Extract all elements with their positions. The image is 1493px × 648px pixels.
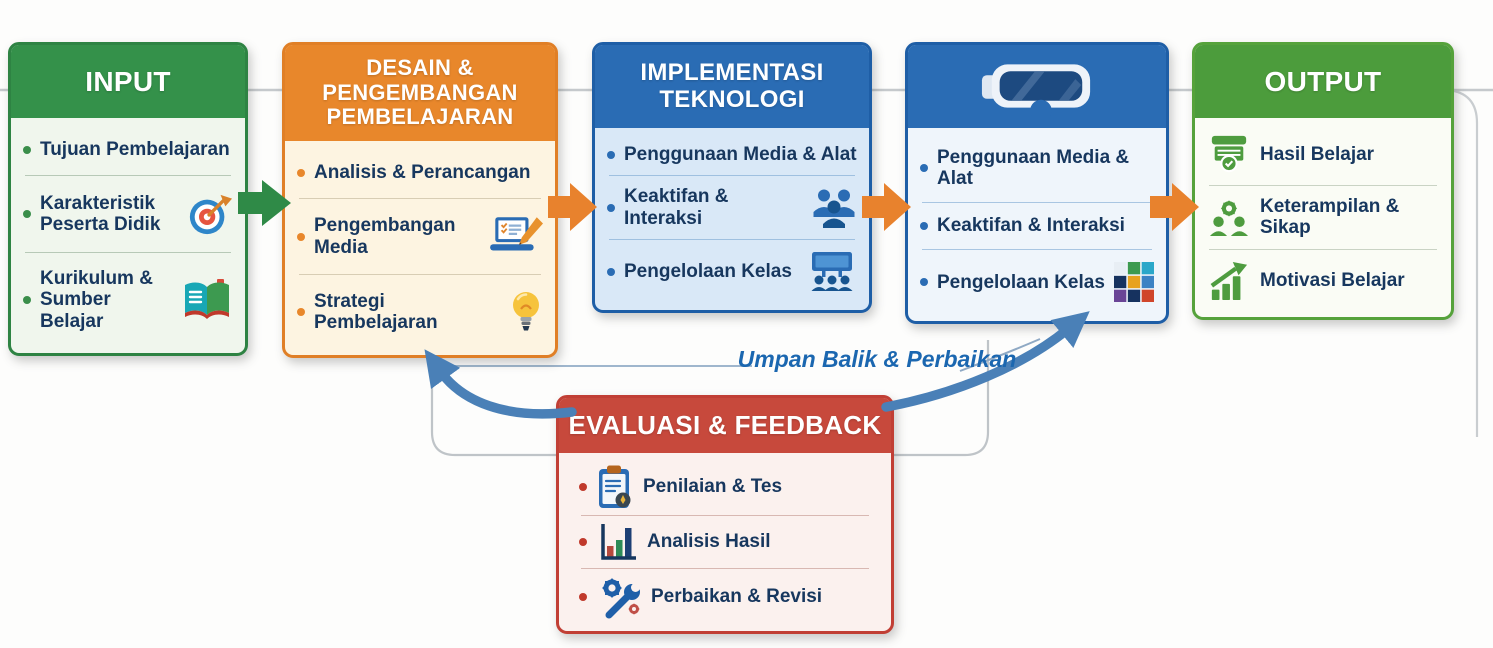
bullet-icon (579, 593, 587, 601)
list-item: Tujuan Pembelajaran (23, 135, 233, 164)
list-item: Motivasi Belajar (1207, 257, 1439, 305)
list-item-label: Motivasi Belajar (1260, 269, 1405, 291)
list-item: Analisis & Perancangan (297, 158, 543, 187)
feedback-label: Umpan Balik & Perbaikan (737, 346, 1017, 372)
list-item-label: Keaktifan & Interaksi (624, 186, 729, 229)
list-item: Keterampilan & Sikap (1207, 192, 1439, 243)
classroom-icon (807, 250, 857, 294)
vr-box: Penggunaan Media & Alat Keaktifan & Inte… (905, 42, 1169, 324)
vr-goggles-icon (978, 58, 1096, 116)
list-item: Keaktifan & Interaksi (607, 182, 857, 233)
design-box-title: DESAIN & PENGEMBANGAN PEMBELAJARAN (285, 45, 555, 141)
input-box: INPUT Tujuan Pembelajaran Karakteristik … (8, 42, 248, 356)
list-item: Penilaian & Tes (579, 460, 871, 514)
list-item: Strategi Pembelajaran (297, 286, 543, 338)
output-box-title: OUTPUT (1195, 45, 1451, 118)
learning-result-icon (1207, 134, 1251, 174)
open-book-icon (181, 278, 233, 322)
bullet-icon (23, 145, 31, 154)
bullet-icon (297, 307, 305, 316)
list-item-label: Keterampilan & Sikap (1260, 196, 1400, 239)
list-item-label: Kurikulum & Sumber Belajar (40, 268, 153, 332)
bullet-icon (920, 278, 928, 287)
clipboard-icon (596, 464, 634, 510)
list-item-label: Penggunaan Media & Alat (624, 144, 857, 166)
list-item-label: Penggunaan Media & Alat (937, 146, 1130, 189)
list-item-label: Strategi Pembelajaran (314, 290, 438, 333)
bullet-icon (920, 221, 928, 230)
list-item-label: Perbaikan & Revisi (651, 586, 823, 608)
list-item: Analisis Hasil (579, 517, 871, 567)
list-item: Pengelolaan Kelas (607, 246, 857, 298)
bullet-icon (607, 150, 615, 159)
list-item: Hasil Belajar (1207, 130, 1439, 178)
bullet-icon (920, 163, 928, 172)
list-item-label: Pengelolaan Kelas (937, 271, 1105, 293)
list-item-label: Karakteristik Peserta Didik (40, 192, 161, 236)
mosaic-grid-icon (1114, 262, 1154, 303)
list-item: Pengelolaan Kelas (920, 258, 1154, 306)
evaluation-box-title: EVALUASI & FEEDBACK (559, 398, 891, 453)
skills-attitude-icon (1207, 197, 1251, 237)
bullet-icon (579, 483, 587, 491)
bullet-icon (607, 267, 615, 276)
design-box: DESAIN & PENGEMBANGAN PEMBELAJARAN Anali… (282, 42, 558, 358)
motivation-chart-icon (1207, 261, 1251, 301)
vr-box-header (908, 45, 1166, 128)
list-item-label: Analisis & Perancangan (314, 162, 531, 184)
list-item: Penggunaan Media & Alat (920, 143, 1154, 194)
list-item: Perbaikan & Revisi (579, 570, 871, 624)
input-box-title: INPUT (11, 45, 245, 118)
list-item-label: Analisis Hasil (647, 531, 771, 553)
target-icon (187, 191, 233, 237)
list-item: Pengembangan Media (297, 211, 543, 263)
list-item-label: Pengelolaan Kelas (624, 261, 792, 283)
list-item-label: Penilaian & Tes (643, 476, 783, 498)
list-item-label: Hasil Belajar (1260, 143, 1375, 165)
list-item: Keaktifan & Interaksi (920, 211, 1154, 240)
list-item-label: Tujuan Pembelajaran (40, 138, 230, 160)
bar-chart-icon (596, 521, 638, 563)
bullet-icon (23, 296, 31, 305)
bullet-icon (297, 232, 305, 241)
list-item-label: Keaktifan & Interaksi (937, 215, 1125, 237)
list-item: Penggunaan Media & Alat (607, 140, 857, 169)
gear-wrench-icon (596, 574, 642, 620)
bullet-icon (579, 538, 587, 546)
implementation-box-title: IMPLEMENTASI TEKNOLOGI (595, 45, 869, 128)
bullet-icon (607, 203, 615, 212)
output-box: OUTPUT Hasil Belajar (1192, 42, 1454, 320)
group-discussion-icon (811, 187, 857, 229)
implementation-box: IMPLEMENTASI TEKNOLOGI Penggunaan Media … (592, 42, 872, 313)
list-item: Kurikulum & Sumber Belajar (23, 264, 233, 336)
list-item: Karakteristik Peserta Didik (23, 187, 233, 241)
list-item-label: Pengembangan Media (314, 215, 456, 258)
bullet-icon (23, 210, 31, 219)
lightbulb-icon (509, 290, 543, 334)
bullet-icon (297, 168, 305, 177)
evaluation-box: EVALUASI & FEEDBACK Penilaian & Tes (556, 395, 894, 634)
media-development-icon (487, 215, 543, 259)
feedback-to-design-arrow (424, 349, 577, 419)
